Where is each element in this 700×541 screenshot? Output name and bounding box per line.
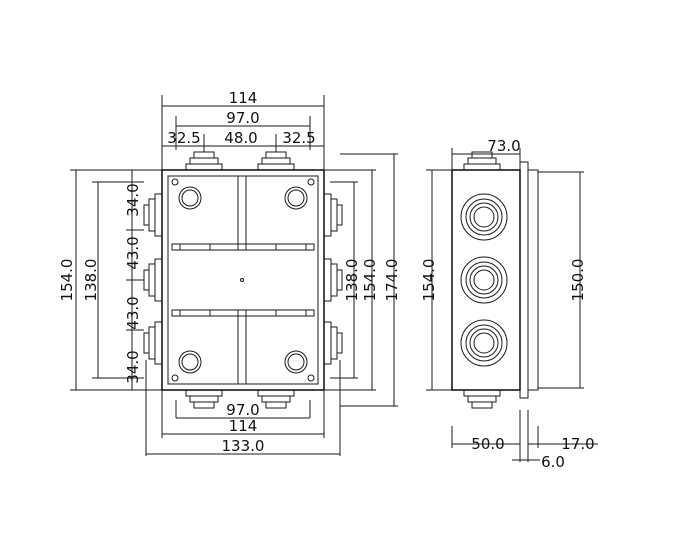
dim-side-top-width: 73.0 — [487, 137, 520, 155]
side-view: 73.0 154.0 150.0 50.0 17.0 6.0 — [420, 137, 598, 471]
lid — [527, 169, 539, 391]
dim-bottom-inner: 97.0 — [226, 401, 259, 419]
center-mark — [240, 278, 244, 282]
dim-top-right-offset: 32.5 — [282, 129, 315, 147]
dim-top-overall: 114 — [229, 89, 258, 107]
gland-left-top — [143, 193, 163, 237]
dim-left-outer: 154.0 — [58, 259, 76, 302]
gland-left-mid — [143, 258, 163, 302]
gland-bottom-left — [185, 389, 223, 409]
side-gland-bottom — [463, 389, 501, 397]
dim-right-outer: 154.0 — [361, 259, 379, 302]
dim-side-bottom-right: 17.0 — [561, 435, 594, 453]
center-rib — [237, 175, 247, 251]
gland-top-right — [257, 151, 295, 171]
rail — [171, 243, 315, 251]
mounting-hole — [287, 353, 305, 371]
side-gland-1 — [460, 193, 508, 241]
mounting-hole — [284, 186, 308, 210]
side-gland-2 — [460, 256, 508, 304]
dim-bottom-with-glands: 133.0 — [222, 437, 265, 455]
side-gland-top — [463, 163, 501, 171]
rail — [171, 309, 315, 317]
dim-top-center: 48.0 — [224, 129, 257, 147]
gland-left-bottom — [143, 321, 163, 365]
gland-right-mid — [323, 258, 343, 302]
dim-side-left-height: 154.0 — [420, 259, 438, 302]
corner-screw — [307, 178, 315, 186]
gland-right-bottom — [323, 321, 343, 365]
mounting-hole — [287, 189, 305, 207]
mounting-hole — [284, 350, 308, 374]
dim-left-seg-mid-2: 43.0 — [124, 296, 142, 329]
front-view: 114 97.0 32.5 48.0 32.5 97.0 114 133.0 1… — [58, 89, 401, 456]
dim-left-seg-mid-1: 43.0 — [124, 236, 142, 269]
mounting-hole — [178, 186, 202, 210]
corner-screw — [307, 374, 315, 382]
corner-screw — [171, 178, 179, 186]
corner-screw — [171, 374, 179, 382]
gland-bottom-right — [257, 389, 295, 409]
mounting-hole — [181, 189, 199, 207]
dim-left-seg-top: 34.0 — [124, 183, 142, 216]
lid-flange — [519, 161, 529, 399]
dim-left-inner: 138.0 — [82, 259, 100, 302]
dim-top-inner: 97.0 — [226, 109, 259, 127]
dim-right-with-glands: 174.0 — [383, 259, 401, 302]
mounting-hole — [181, 353, 199, 371]
dim-side-bottom-left: 50.0 — [471, 435, 504, 453]
center-rib — [237, 309, 247, 385]
dim-top-left-offset: 32.5 — [167, 129, 200, 147]
gland-top-left — [185, 151, 223, 171]
mounting-hole — [178, 350, 202, 374]
dim-side-bottom-small: 6.0 — [541, 453, 565, 471]
dim-right-inner: 138.0 — [343, 259, 361, 302]
gland-right-top — [323, 193, 343, 237]
dim-bottom-overall: 114 — [229, 417, 258, 435]
side-gland-3 — [460, 319, 508, 367]
dim-side-right-height: 150.0 — [569, 259, 587, 302]
dim-left-seg-bottom: 34.0 — [124, 350, 142, 383]
